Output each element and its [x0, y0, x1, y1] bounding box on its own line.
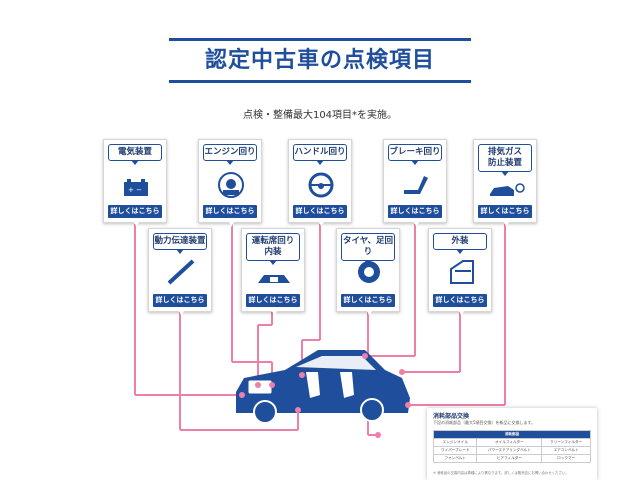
tire-icon — [358, 261, 380, 283]
details-button[interactable]: 詳しくはこちら▼ — [341, 294, 395, 317]
card-tires: タイヤ、足回り 詳しくはこちら▼ — [336, 228, 400, 317]
table-header: 消耗部品 — [433, 430, 591, 439]
drive-shaft-icon — [167, 259, 195, 285]
table-row: エンジンオイル オイルフィルター クリーンフィルター — [432, 438, 591, 447]
card-engine: エンジン回り 詳しくはこちら▼ — [198, 139, 262, 228]
exhaust-icon — [490, 183, 525, 196]
chevron-down-icon: ▼ — [178, 309, 185, 317]
card-label: タイヤ、足回り — [341, 233, 395, 265]
card-label: 動力伝達装置 — [153, 233, 207, 254]
card-exterior: 外装 詳しくはこちら▼ — [428, 228, 492, 317]
chevron-down-icon: ▼ — [366, 309, 373, 317]
card-label: ブレーキ回り — [388, 144, 442, 165]
chevron-down-icon: ▼ — [318, 220, 325, 228]
consumables-table: 消耗部品 エンジンオイル オイルフィルター クリーンフィルター ワイパーブレード… — [432, 430, 591, 463]
details-button[interactable]: 詳しくはこちら▼ — [433, 294, 487, 317]
details-button[interactable]: 詳しくはこちら▼ — [293, 205, 347, 228]
card-label: 運転席回り 内装 — [246, 233, 300, 265]
details-button[interactable]: 詳しくはこちら▼ — [153, 294, 207, 317]
card-drivetrain: 動力伝達装置 詳しくはこちら▼ — [148, 228, 212, 317]
chevron-down-icon: ▼ — [271, 309, 278, 317]
card-interior: 運転席回り 内装 詳しくはこちら▼ — [241, 228, 305, 317]
card-steering: ハンドル回り 詳しくはこちら▼ — [288, 139, 352, 228]
table-row: ワイパーブレード パワーステアリングベルト エアコンベルト — [432, 446, 591, 455]
chevron-down-icon: ▼ — [133, 220, 140, 228]
car-door-icon — [450, 260, 474, 284]
chevron-down-icon: ▼ — [503, 220, 510, 228]
card-label: 排気ガス 防止装置 — [478, 144, 532, 176]
connector-dots — [239, 353, 411, 438]
engine-icon — [218, 172, 244, 198]
details-button[interactable]: 詳しくはこちら▼ — [478, 205, 532, 228]
title-rule-bottom — [169, 80, 471, 83]
card-brake: ブレーキ回り 詳しくはこちら▼ — [383, 139, 447, 228]
consumables-note: ※ 消耗品の交換内容は車種により異なります。詳しくは販売店にお問い合わせください… — [433, 471, 569, 475]
consumables-description: 下記の消耗部品（最大5項目交換）を新品に交換します。 — [433, 420, 536, 425]
card-electrical: 電気装置 + − 詳しくはこちら▼ — [103, 139, 167, 228]
page-title: 認定中古車の点検項目 — [204, 48, 435, 73]
card-label: ハンドル回り — [293, 144, 347, 165]
steering-wheel-icon — [308, 172, 334, 198]
consumables-title: 消耗部品交換 — [433, 413, 470, 420]
page-subtitle: 点検・整備最大104項目*を実施。 — [242, 110, 398, 121]
details-button[interactable]: 詳しくはこちら▼ — [108, 205, 162, 228]
details-button[interactable]: 詳しくはこちら▼ — [203, 205, 257, 228]
title-rule-top — [169, 38, 471, 41]
details-button[interactable]: 詳しくはこちら▼ — [246, 294, 300, 317]
svg-text:+ −: + − — [128, 186, 142, 194]
chevron-down-icon: ▼ — [458, 309, 465, 317]
car-silhouette — [236, 350, 410, 424]
card-label: エンジン回り — [203, 144, 257, 165]
card-label: 電気装置 — [108, 144, 162, 165]
battery-icon: + − — [124, 179, 148, 196]
table-row: ファンベルト ヒアフィルター ロックマー — [432, 454, 591, 463]
brake-pedal-icon — [404, 176, 428, 194]
card-exhaust: 排気ガス 防止装置 詳しくはこちら▼ — [473, 139, 537, 228]
card-label: 外装 — [433, 233, 487, 254]
consumables-panel: 消耗部品交換 下記の消耗部品（最大5項目交換）を新品に交換します。 消耗部品 エ… — [427, 408, 597, 480]
chevron-down-icon: ▼ — [413, 220, 420, 228]
chevron-down-icon: ▼ — [228, 220, 235, 228]
car-interior-icon — [258, 275, 290, 283]
details-button[interactable]: 詳しくはこちら▼ — [388, 205, 442, 228]
